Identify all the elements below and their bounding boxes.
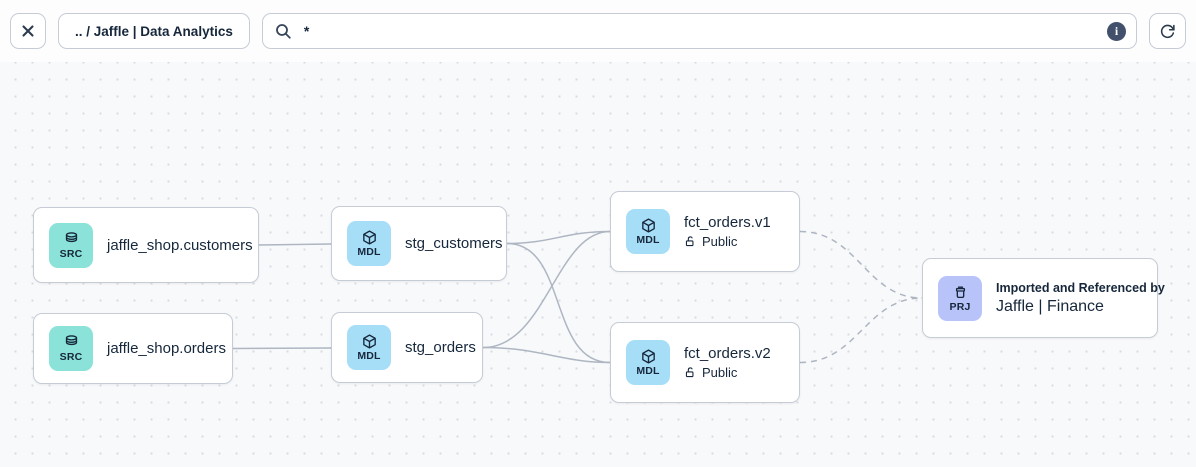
node-type-badge: MDL: [357, 246, 381, 259]
node-title: stg_customers: [405, 235, 503, 252]
node-stg-orders[interactable]: MDL stg_orders: [331, 312, 483, 383]
source-type-tile: SRC: [49, 222, 93, 268]
node-type-badge: SRC: [59, 351, 83, 364]
access-label: Public: [702, 234, 738, 249]
breadcrumb-project-button[interactable]: .. / Jaffle | Data Analytics: [58, 13, 250, 49]
node-fct-orders-v2[interactable]: MDL fct_orders.v2 Public: [610, 322, 800, 403]
access-label: Public: [702, 365, 738, 380]
breadcrumb-label: .. / Jaffle | Data Analytics: [75, 23, 233, 39]
node-title: Jaffle | Finance: [996, 297, 1104, 315]
search-input[interactable]: [301, 22, 1097, 40]
edge-stg_orders-fct_v2: [482, 346, 611, 364]
node-stg-customers[interactable]: MDL stg_customers: [331, 206, 507, 281]
node-title: jaffle_shop.customers: [107, 236, 253, 254]
node-type-badge: MDL: [636, 234, 660, 247]
unlock-icon: [684, 235, 697, 248]
access-row: Public: [684, 234, 771, 249]
edge-fct_v1-project: [799, 230, 923, 299]
model-type-tile: MDL: [347, 221, 391, 266]
x-icon: [20, 23, 36, 39]
node-title: jaffle_shop.orders: [107, 340, 226, 357]
info-icon[interactable]: i: [1107, 21, 1126, 41]
node-type-badge: MDL: [636, 365, 660, 378]
node-type-badge: SRC: [59, 247, 83, 260]
edge-fct_v2-project: [799, 297, 923, 364]
node-fct-orders-v1[interactable]: MDL fct_orders.v1 Public: [610, 191, 800, 272]
node-type-badge: PRJ: [949, 300, 971, 313]
database-icon: [63, 334, 80, 351]
model-type-tile: MDL: [626, 340, 670, 385]
model-type-tile: MDL: [347, 325, 391, 370]
access-row: Public: [684, 365, 771, 380]
edge-stg_customers-fct_v2: [506, 242, 611, 364]
lineage-edges: [232, 230, 923, 364]
lineage-canvas[interactable]: SRC jaffle_shop.customers SRC jaffle_sho…: [0, 62, 1196, 467]
refresh-lineage-button[interactable]: [1149, 13, 1186, 49]
close-lineage-button[interactable]: [10, 13, 46, 49]
node-project-jaffle-finance[interactable]: PRJ Imported and Referenced by Jaffle | …: [922, 258, 1165, 338]
node-jaffle-shop-customers[interactable]: SRC jaffle_shop.customers: [33, 207, 259, 283]
cube-icon: [361, 333, 378, 350]
node-title: fct_orders.v2: [684, 345, 771, 362]
cube-icon: [640, 217, 657, 234]
node-jaffle-shop-orders[interactable]: SRC jaffle_shop.orders: [33, 313, 233, 384]
database-icon: [63, 231, 80, 248]
node-subtitle: Imported and Referenced by: [996, 280, 1165, 295]
project-icon: [952, 284, 969, 301]
lineage-search-box[interactable]: i: [261, 13, 1137, 49]
project-type-tile: PRJ: [938, 275, 982, 321]
cube-icon: [640, 348, 657, 365]
node-title: fct_orders.v1: [684, 214, 771, 231]
node-title: stg_orders: [405, 339, 476, 356]
cube-icon: [361, 229, 378, 246]
edge-stg_customers-fct_v1: [506, 230, 611, 245]
source-type-tile: SRC: [49, 326, 93, 371]
model-type-tile: MDL: [626, 209, 670, 254]
lineage-toolbar: .. / Jaffle | Data Analytics i: [0, 0, 1196, 62]
search-icon: [275, 23, 292, 40]
edge-orders-stg_orders: [232, 347, 332, 350]
unlock-icon: [684, 366, 697, 379]
refresh-icon: [1159, 23, 1176, 40]
edge-stg_orders-fct_v1: [482, 230, 611, 349]
node-type-badge: MDL: [357, 350, 381, 363]
edge-customers-stg_customers: [258, 243, 332, 246]
